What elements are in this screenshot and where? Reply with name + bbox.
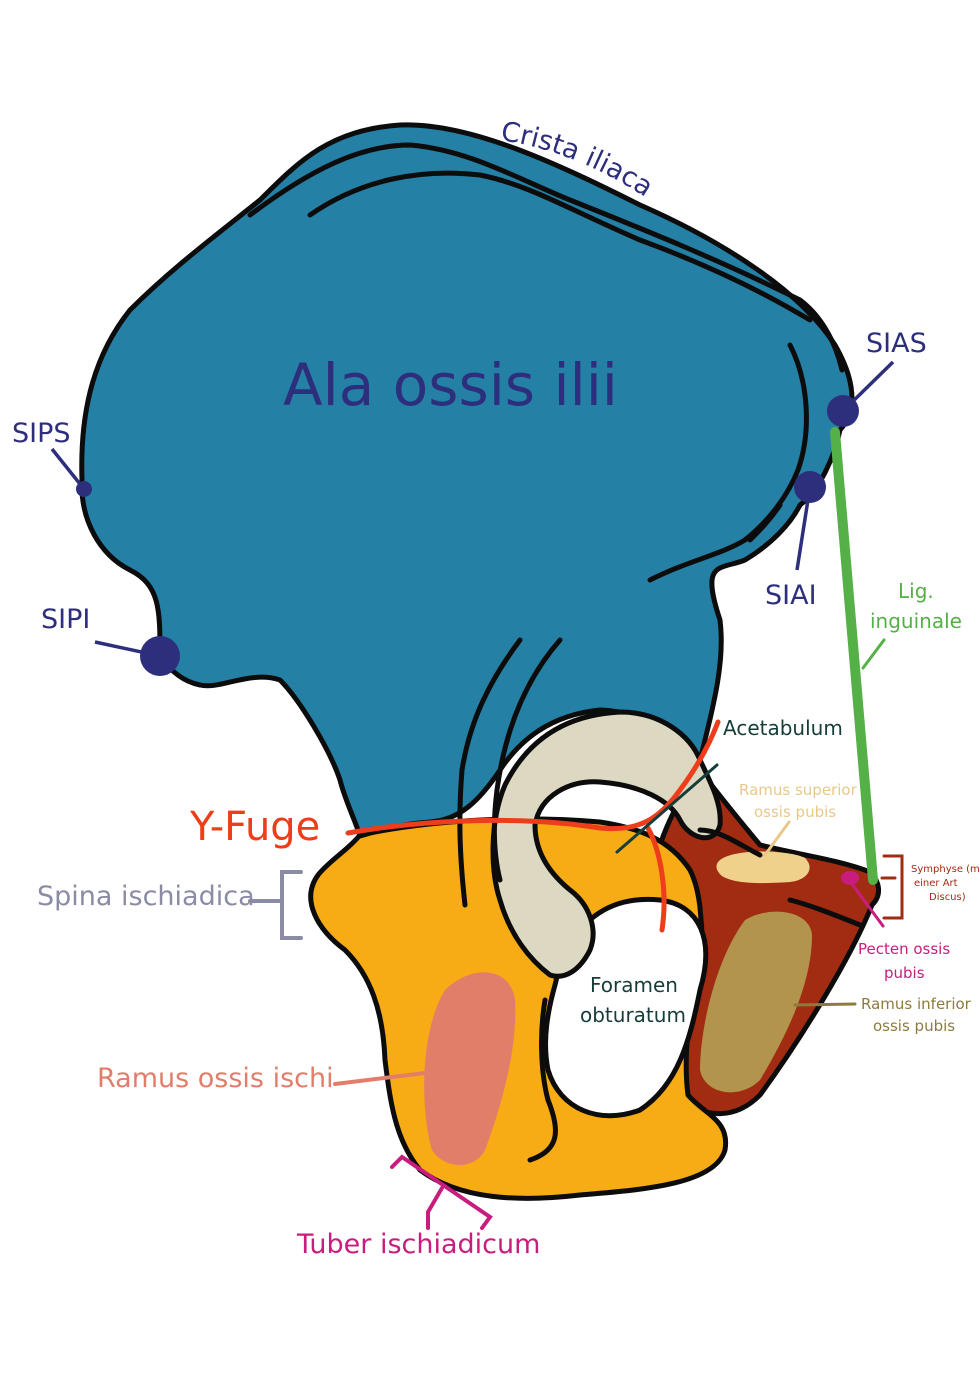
- label-symphyse-2: einer Art: [914, 878, 958, 889]
- ramus-superior-patch: [716, 851, 810, 884]
- label-pecten-2: pubis: [884, 964, 925, 982]
- sips-dot: [76, 481, 92, 497]
- bone-contour-lines: [247, 142, 863, 1163]
- label-symphyse-1: Symphyse (mit: [911, 864, 980, 875]
- lig-inguinale-line: [830, 427, 878, 885]
- label-lig-inguinale-2: inguinale: [870, 609, 962, 633]
- label-ramus-inferior-2: ossis pubis: [873, 1017, 955, 1035]
- sias-dot: [827, 395, 859, 427]
- label-sipi: SIPI: [41, 604, 90, 635]
- label-ramus-inferior-1: Ramus inferior: [861, 995, 972, 1013]
- label-lig-inguinale-1: Lig.: [898, 579, 934, 603]
- label-y-fuge: Y-Fuge: [189, 804, 320, 850]
- label-siai: SIAI: [765, 580, 817, 611]
- y-fuge-lines: [345, 719, 721, 933]
- label-sips: SIPS: [12, 418, 71, 449]
- ramus-ossis-ischii-patch: [424, 972, 516, 1165]
- ramus-inferior-patch: [700, 911, 812, 1093]
- label-acetabulum: Acetabulum: [723, 716, 843, 740]
- sipi-dot: [140, 636, 180, 676]
- label-sias: SIAS: [866, 328, 927, 359]
- label-tuber-ischiadicum: Tuber ischiadicum: [296, 1229, 540, 1260]
- label-ramus-ossis-ischi: Ramus ossis ischi: [97, 1063, 334, 1094]
- label-foramen-1: Foramen: [590, 973, 678, 997]
- label-spina-ischiadica: Spina ischiadica: [37, 881, 255, 912]
- pecten-patch: [841, 871, 859, 885]
- acetabulum-lunate: [490, 709, 723, 979]
- label-pecten-1: Pecten ossis: [858, 940, 950, 958]
- label-ramus-superior-2: ossis pubis: [754, 803, 836, 821]
- label-ramus-superior-1: Ramus superior: [739, 781, 858, 799]
- leader-lines: [248, 638, 904, 1230]
- label-foramen-2: obturatum: [580, 1003, 686, 1027]
- siai-dot: [794, 471, 826, 503]
- label-ala-ossis-ilii: Ala ossis ilii: [283, 351, 618, 419]
- os-ilium: [79, 122, 855, 839]
- landmark-markers: [50, 360, 895, 676]
- label-symphyse-3: Discus): [929, 892, 966, 903]
